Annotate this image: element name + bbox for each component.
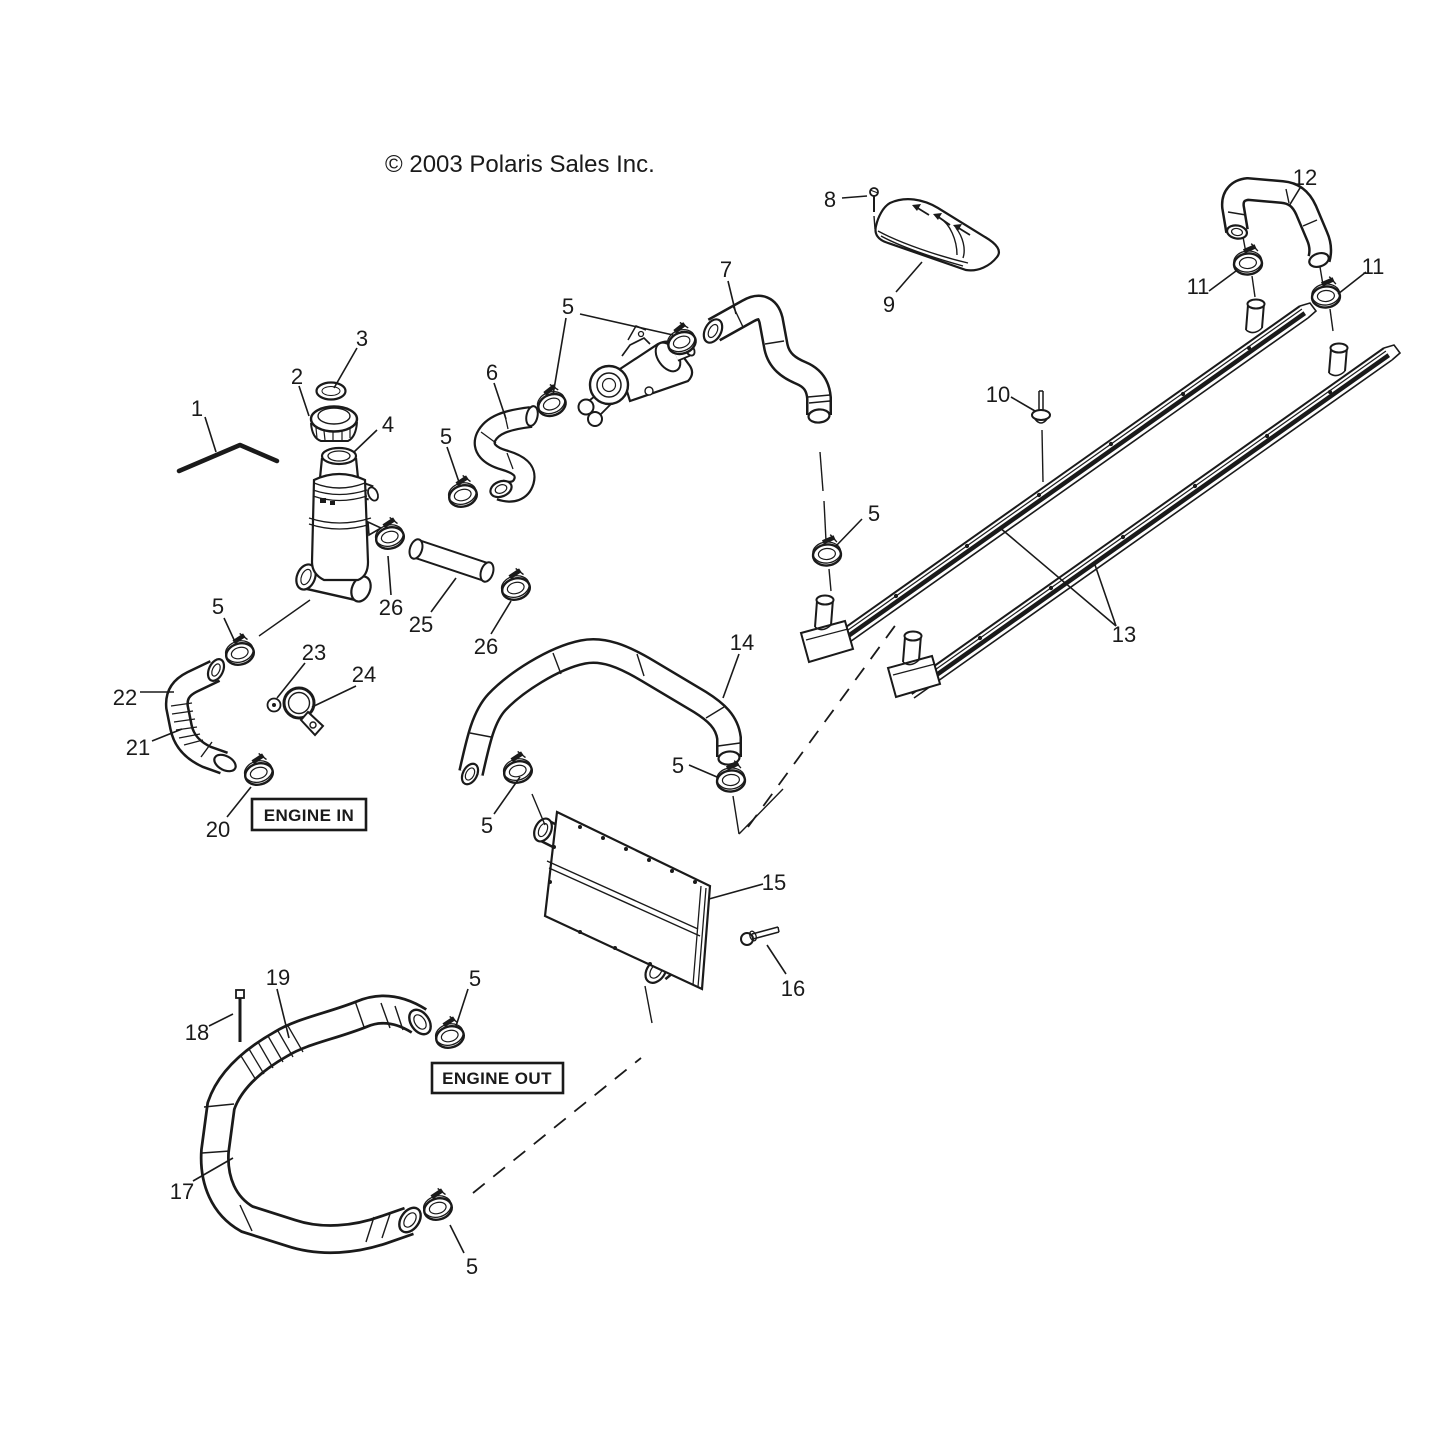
callout-7: 7 [720,257,732,282]
hose-7 [702,294,832,424]
callout-16: 16 [781,976,805,1001]
callout-18: 18 [185,1020,209,1045]
gasket-3 [315,381,347,401]
callout-22: 22 [113,685,137,710]
callout-1: 1 [191,396,203,421]
callout-2: 2 [291,364,303,389]
panel-rivets [548,825,697,966]
washer-23 [266,697,282,713]
callout-13: 13 [1112,622,1136,647]
hose-clamps [221,243,1341,1223]
callout-5-hose17-top: 5 [469,966,481,991]
callout-3: 3 [356,326,368,351]
callout-11-left: 11 [1187,274,1210,299]
callout-26-reservoir: 26 [379,595,403,620]
reservoir-cap [309,405,359,442]
callout-5-rail: 5 [868,501,880,526]
heat-exchanger-rail-lower [886,342,1402,699]
heat-exchanger-rail-upper [799,298,1318,664]
assembly-lines [258,215,1334,1024]
bolt-16 [740,926,780,946]
callout-8: 8 [824,187,836,212]
callout-5-hose17-bottom: 5 [466,1254,478,1279]
callout-6: 6 [486,360,498,385]
heat-exchanger-front [533,810,712,991]
rail-rivets [893,345,1252,599]
overflow-rod [176,442,280,474]
callout-10: 10 [986,382,1010,407]
engine-out-label: ENGINE OUT [430,1061,565,1095]
callout-11-right: 11 [1362,254,1385,279]
p-clamp-24 [282,686,325,737]
callout-4: 4 [382,412,394,437]
callout-5-hose6: 5 [440,424,452,449]
callout-5-hose14-left: 5 [481,813,493,838]
callout-25: 25 [409,612,433,637]
copyright-text: © 2003 Polaris Sales Inc. [385,151,655,178]
callout-20: 20 [206,817,230,842]
callout-15: 15 [762,870,786,895]
callout-21: 21 [126,735,150,760]
tube-25 [408,538,495,583]
callout-12: 12 [1293,165,1317,190]
callout-5-pump: 5 [562,294,574,319]
callout-23: 23 [302,640,326,665]
callout-24: 24 [352,662,376,687]
callout-14: 14 [730,630,754,655]
pin-18 [235,989,245,1042]
engine-in-text: ENGINE IN [264,806,355,825]
callout-9: 9 [883,292,895,317]
coolant-reservoir [295,446,383,603]
diagram-text: © 2003 Polaris Sales Inc. 1 2 3 4 5 6 7 … [113,151,1385,1279]
callout-19: 19 [266,965,290,990]
engine-out-text: ENGINE OUT [442,1069,552,1088]
callout-leader-lines [140,187,1367,1254]
hose-6 [473,405,539,503]
callout-5-engine-in: 5 [212,594,224,619]
callout-26-tube: 26 [474,634,498,659]
callout-17: 17 [170,1179,194,1204]
vent-cover [874,198,1001,272]
bolt-10 [1031,390,1051,424]
hose-22 [164,658,237,775]
screw-8 [869,187,879,212]
hose-17 [199,994,432,1255]
hose-14 [458,638,742,786]
routing-dashed-lines [472,622,898,1194]
callout-5-hose14-right: 5 [672,753,684,778]
engine-in-label: ENGINE IN [250,797,368,832]
rail-rivets [977,389,1333,641]
